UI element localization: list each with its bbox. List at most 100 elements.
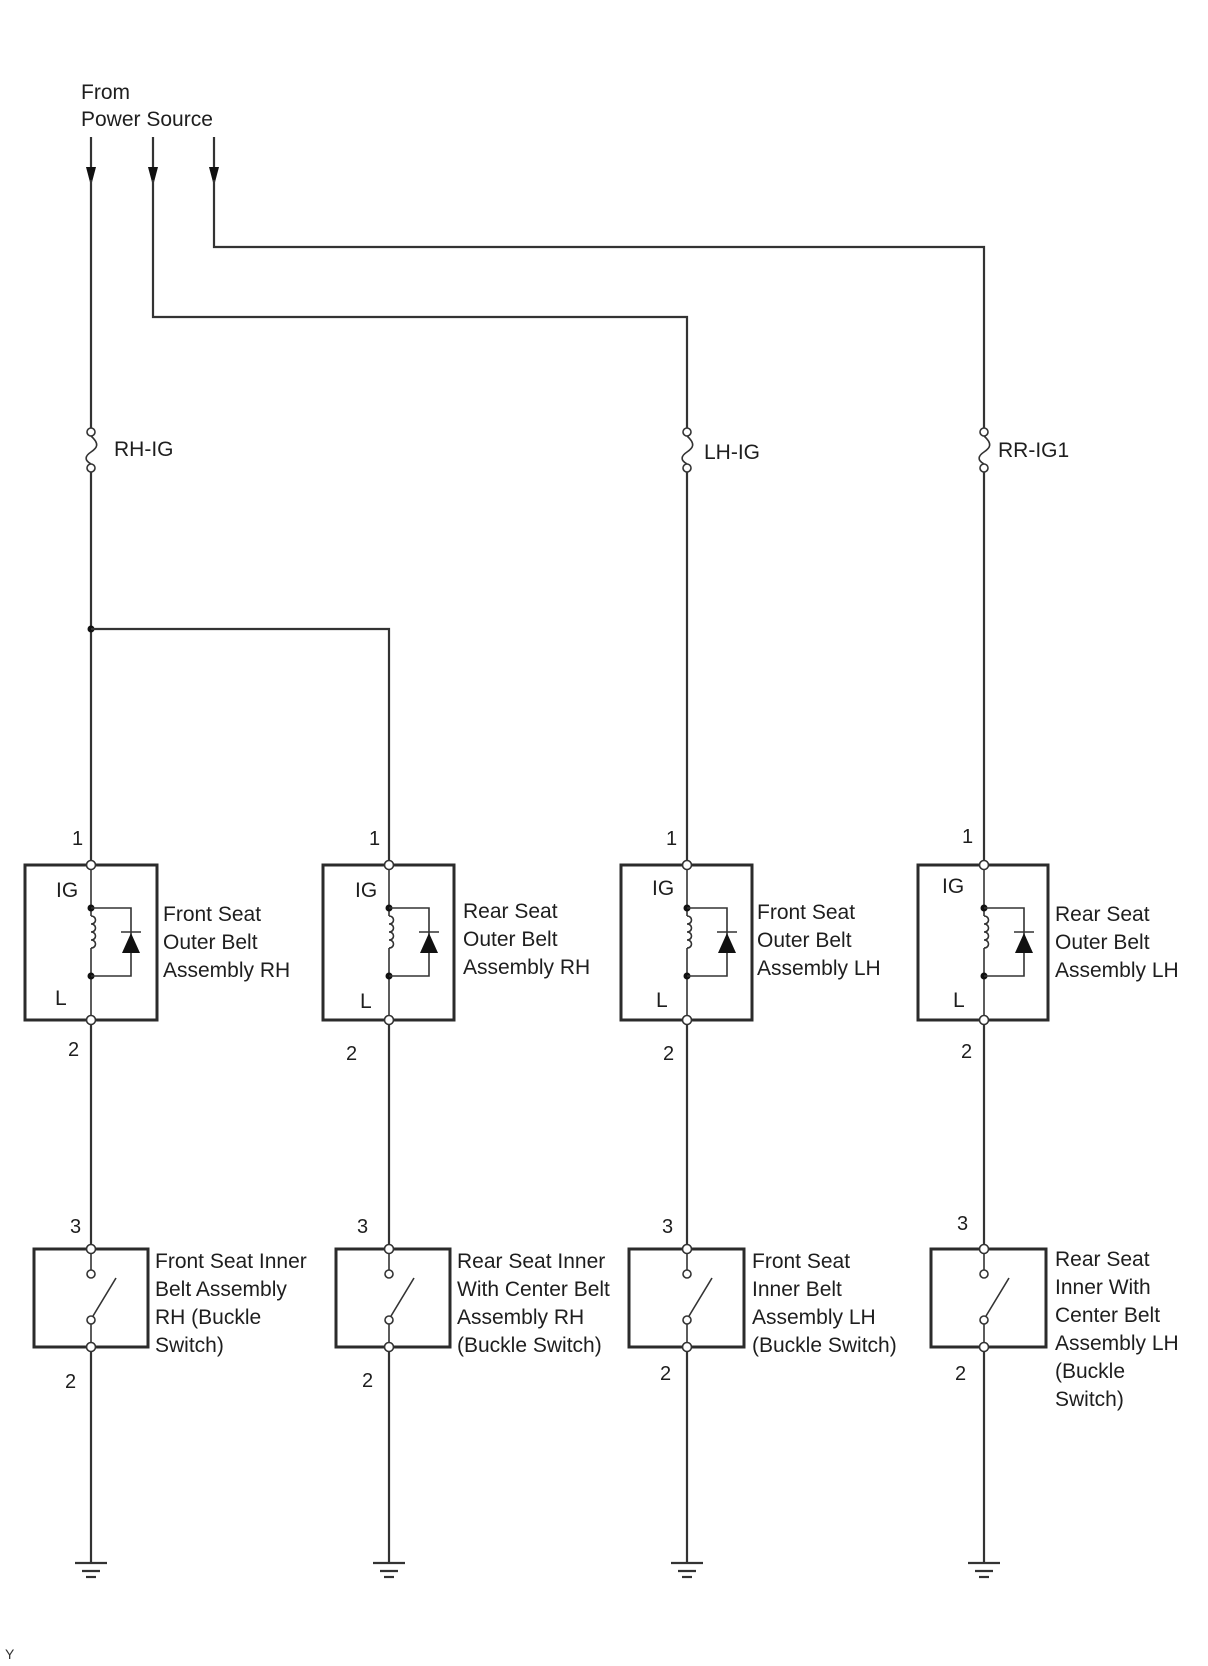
pin-terminal bbox=[383, 1014, 395, 1026]
power-source-label: From Power Source bbox=[81, 81, 213, 131]
fuse-label-lh-ig: LH-IG bbox=[704, 441, 760, 464]
component-label: Assembly RH bbox=[457, 1306, 584, 1329]
component-label: Rear Seat Inner bbox=[457, 1250, 605, 1273]
pin-label: 2 bbox=[65, 1371, 76, 1393]
diode-branch bbox=[687, 907, 728, 977]
fuse-terminal bbox=[86, 427, 96, 437]
component-label: Outer Belt bbox=[463, 928, 558, 951]
pin-terminal bbox=[681, 1341, 693, 1353]
component-label: Front Seat Inner bbox=[155, 1250, 307, 1273]
diagram-code: Y bbox=[5, 1646, 15, 1662]
pin-label: 2 bbox=[68, 1039, 79, 1061]
pin-terminal bbox=[383, 1341, 395, 1353]
wire-lh-ig-feed bbox=[151, 180, 689, 428]
component-label: Rear Seat bbox=[1055, 903, 1150, 926]
buckle-switch-box bbox=[929, 1247, 1048, 1349]
relay-coil-icon bbox=[916, 859, 1050, 1026]
fuse-icon bbox=[978, 427, 991, 473]
fuse-label-rh-ig: RH-IG bbox=[114, 438, 174, 461]
outer-belt-rh-front: 1 2 IG L Front Seat Outer Belt Assembly … bbox=[55, 828, 290, 1061]
arrow-down-icon bbox=[209, 137, 219, 186]
pin-terminal bbox=[681, 1243, 693, 1255]
switch-blade bbox=[688, 1277, 713, 1317]
fuse-terminal bbox=[979, 463, 989, 473]
fuse-element bbox=[681, 435, 694, 465]
switch-contact bbox=[384, 1269, 394, 1279]
switch-icon bbox=[929, 1243, 1048, 1353]
diode-icon bbox=[121, 931, 141, 953]
fuse-terminal bbox=[682, 427, 692, 437]
pin-terminal bbox=[681, 1014, 693, 1026]
component-label: Inner Belt bbox=[752, 1278, 842, 1301]
pin-label: 1 bbox=[962, 826, 973, 848]
pin-terminal bbox=[85, 859, 97, 871]
pin-label: 1 bbox=[666, 828, 677, 850]
pin-label: 3 bbox=[357, 1216, 368, 1238]
pin-terminal bbox=[383, 859, 395, 871]
terminal-label-l: L bbox=[656, 989, 668, 1012]
diode-triangle bbox=[1015, 933, 1033, 953]
terminal-label-ig: IG bbox=[652, 877, 674, 900]
pin-label: 2 bbox=[961, 1041, 972, 1063]
buckle-switch-lh-rear: 3 2 Rear Seat Inner With Center Belt Ass… bbox=[955, 1213, 1179, 1411]
pin-label: 3 bbox=[957, 1213, 968, 1235]
component-label: Front Seat bbox=[163, 903, 261, 926]
outer-belt-box bbox=[916, 863, 1050, 1022]
component-label: Inner With bbox=[1055, 1276, 1151, 1299]
wire-rr-ig1-feed bbox=[212, 180, 986, 428]
component-label: (Buckle Switch) bbox=[752, 1334, 897, 1357]
switch-contact bbox=[682, 1315, 692, 1325]
buckle-switch-rh-front: 3 2 Front Seat Inner Belt Assembly RH (B… bbox=[65, 1216, 307, 1393]
diode-icon bbox=[1014, 931, 1034, 953]
component-label: RH (Buckle bbox=[155, 1306, 261, 1329]
pin-terminal bbox=[85, 1341, 97, 1353]
arrow-down-icon bbox=[86, 137, 96, 186]
component-label: Front Seat bbox=[752, 1250, 850, 1273]
fuse-icon bbox=[85, 427, 98, 473]
switch-contact bbox=[86, 1269, 96, 1279]
pin-label: 2 bbox=[663, 1043, 674, 1065]
coil bbox=[90, 915, 97, 949]
diode-branch bbox=[91, 907, 132, 977]
fuse-terminal bbox=[86, 463, 96, 473]
fuse-element bbox=[978, 435, 991, 465]
switch-icon bbox=[627, 1243, 746, 1353]
switch-icon bbox=[334, 1243, 452, 1353]
pin-label: 2 bbox=[346, 1043, 357, 1065]
component-label: Assembly LH bbox=[1055, 959, 1179, 982]
terminal-label-l: L bbox=[55, 987, 67, 1010]
pin-terminal bbox=[978, 859, 990, 871]
fuse-terminal bbox=[979, 427, 989, 437]
component-label: Switch) bbox=[1055, 1388, 1124, 1411]
diode-triangle bbox=[122, 933, 140, 953]
circuit-graphics bbox=[23, 137, 1050, 1579]
ground-icon bbox=[671, 1561, 703, 1579]
buckle-switch-rh-rear: 3 2 Rear Seat Inner With Center Belt Ass… bbox=[357, 1216, 610, 1392]
coil bbox=[388, 915, 395, 949]
component-label: Assembly LH bbox=[757, 957, 881, 980]
pin-label: 1 bbox=[369, 828, 380, 850]
terminal-label-ig: IG bbox=[56, 879, 78, 902]
outer-belt-lh-rear: 1 2 IG L Rear Seat Outer Belt Assembly L… bbox=[942, 826, 1179, 1063]
pin-label: 3 bbox=[70, 1216, 81, 1238]
pin-terminal bbox=[978, 1014, 990, 1026]
wire-branch-rear-rh bbox=[91, 627, 391, 861]
fuse-element bbox=[85, 435, 98, 465]
fuse-label-rr-ig1: RR-IG1 bbox=[998, 439, 1069, 462]
component-label: Rear Seat bbox=[463, 900, 558, 923]
outer-belt-lh-front: 1 2 IG L Front Seat Outer Belt Assembly … bbox=[652, 828, 881, 1065]
component-label: Front Seat bbox=[757, 901, 855, 924]
terminal-label-ig: IG bbox=[355, 879, 377, 902]
outer-belt-rh-rear: 1 2 IG L Rear Seat Outer Belt Assembly R… bbox=[346, 828, 590, 1065]
arrow-head bbox=[148, 167, 158, 186]
diode-triangle bbox=[420, 933, 438, 953]
component-label: Assembly LH bbox=[1055, 1332, 1179, 1355]
arrow-head bbox=[209, 167, 219, 186]
diode-branch bbox=[984, 907, 1025, 977]
diode-branch bbox=[389, 907, 430, 977]
switch-contact bbox=[979, 1269, 989, 1279]
switch-blade bbox=[390, 1277, 415, 1317]
diode-triangle bbox=[718, 933, 736, 953]
component-label: Assembly RH bbox=[163, 959, 290, 982]
